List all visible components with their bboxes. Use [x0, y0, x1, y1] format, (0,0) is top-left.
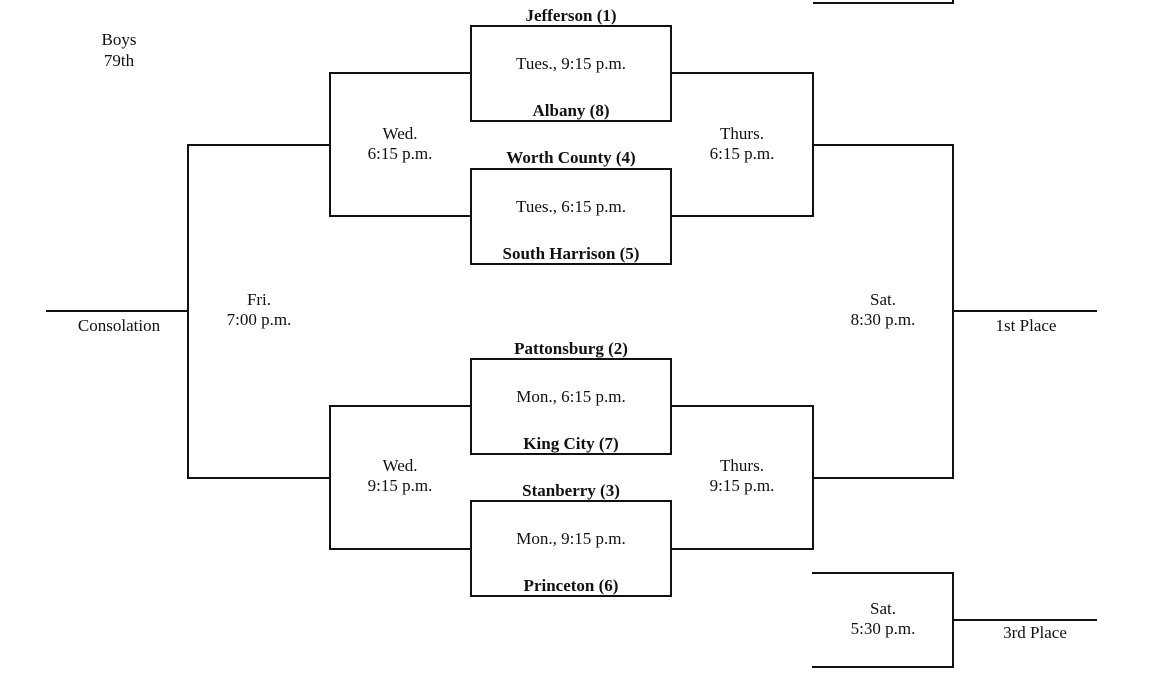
semi-bot-right-hour: 9:15 p.m. [709, 476, 775, 495]
team-jefferson: Jefferson (1) [525, 6, 617, 25]
box-game-4 [470, 500, 672, 597]
semi-top-right-time: Thurs. 6:15 p.m. [710, 124, 775, 164]
semi-top-right-day: Thurs. [720, 124, 764, 143]
team-king-city: King City (7) [523, 434, 619, 453]
consolation-label: Consolation [77, 316, 161, 335]
team-princeton: Princeton (6) [523, 576, 619, 595]
box-game-1 [470, 25, 672, 122]
team-albany: Albany (8) [532, 101, 610, 120]
championship-hour: 8:30 p.m. [850, 310, 916, 329]
third-place-game-time: Sat. 5:30 p.m. [851, 599, 916, 639]
consolation-final-hour: 7:00 p.m. [226, 310, 292, 329]
semi-top-left-hour: 6:15 p.m. [367, 144, 433, 163]
semi-bot-left-day: Wed. [382, 456, 418, 475]
championship-day: Sat. [870, 290, 896, 309]
semi-bot-right-day: Thurs. [720, 456, 764, 475]
team-pattonsburg: Pattonsburg (2) [514, 339, 628, 358]
team-stanberry: Stanberry (3) [522, 481, 620, 500]
header-line-2: 79th [103, 51, 135, 70]
header-line-1: Boys [101, 30, 137, 49]
third-place-game-hour: 5:30 p.m. [850, 619, 916, 638]
game-2-time: Tues., 6:15 p.m. [516, 197, 626, 216]
game-4-time: Mon., 9:15 p.m. [516, 529, 626, 548]
semi-bot-left-hour: 9:15 p.m. [367, 476, 433, 495]
consolation-final-time: Fri. 7:00 p.m. [227, 290, 292, 330]
semi-bot-right-time: Thurs. 9:15 p.m. [710, 456, 775, 496]
semi-top-right-hour: 6:15 p.m. [709, 144, 775, 163]
semi-top-left-day: Wed. [382, 124, 418, 143]
consolation-final-day: Fri. [246, 290, 272, 309]
game-1-time: Tues., 9:15 p.m. [516, 54, 626, 73]
first-place-label: 1st Place [995, 316, 1057, 335]
semi-bot-left-time: Wed. 9:15 p.m. [368, 456, 433, 496]
championship-time: Sat. 8:30 p.m. [851, 290, 916, 330]
third-place-game-day: Sat. [870, 599, 896, 618]
team-south-harrison: South Harrison (5) [502, 244, 640, 263]
team-worth-county: Worth County (4) [506, 148, 636, 167]
game-3-time: Mon., 6:15 p.m. [516, 387, 626, 406]
third-place-label: 3rd Place [1003, 623, 1067, 642]
semi-top-left-time: Wed. 6:15 p.m. [368, 124, 433, 164]
box-game-2 [470, 168, 672, 265]
top-partial-box [813, 0, 954, 4]
box-game-3 [470, 358, 672, 455]
